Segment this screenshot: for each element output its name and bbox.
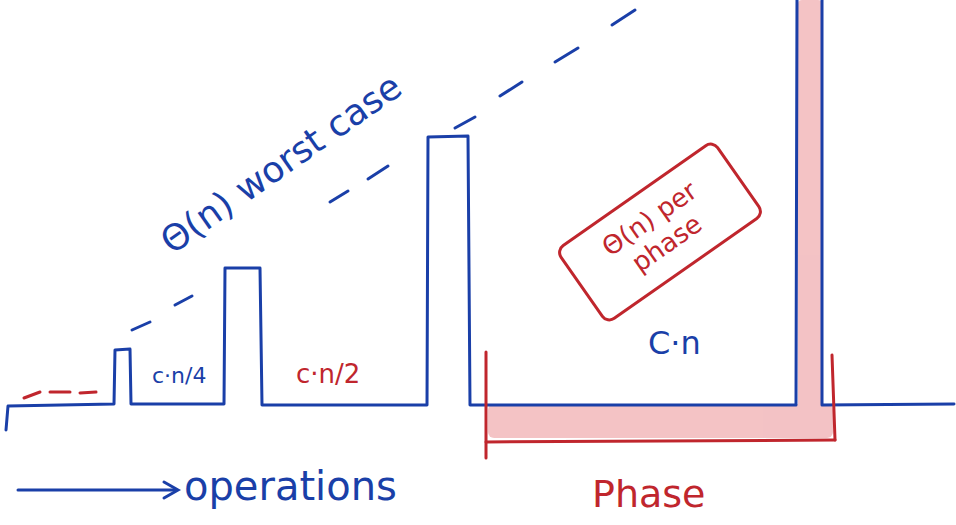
small-cost-dashes <box>24 392 96 398</box>
phase-highlight <box>488 0 833 438</box>
phase-label: Phase <box>592 474 705 516</box>
node-text: Θ(n) per phase <box>580 164 737 299</box>
phase-cost-box: Θ(n) per phase <box>554 139 766 326</box>
worst-case-label: Θ(n) worst case <box>153 66 408 261</box>
operations-arrow <box>18 482 178 498</box>
worst-case-trend <box>132 10 635 330</box>
cost-label: c·n/2 <box>296 360 360 389</box>
cost-label: c·n/4 <box>152 364 206 388</box>
axis-label: operations <box>184 464 397 508</box>
cost-bars <box>6 0 954 430</box>
phase-bracket <box>486 352 835 458</box>
cost-label: C·n <box>648 326 701 361</box>
